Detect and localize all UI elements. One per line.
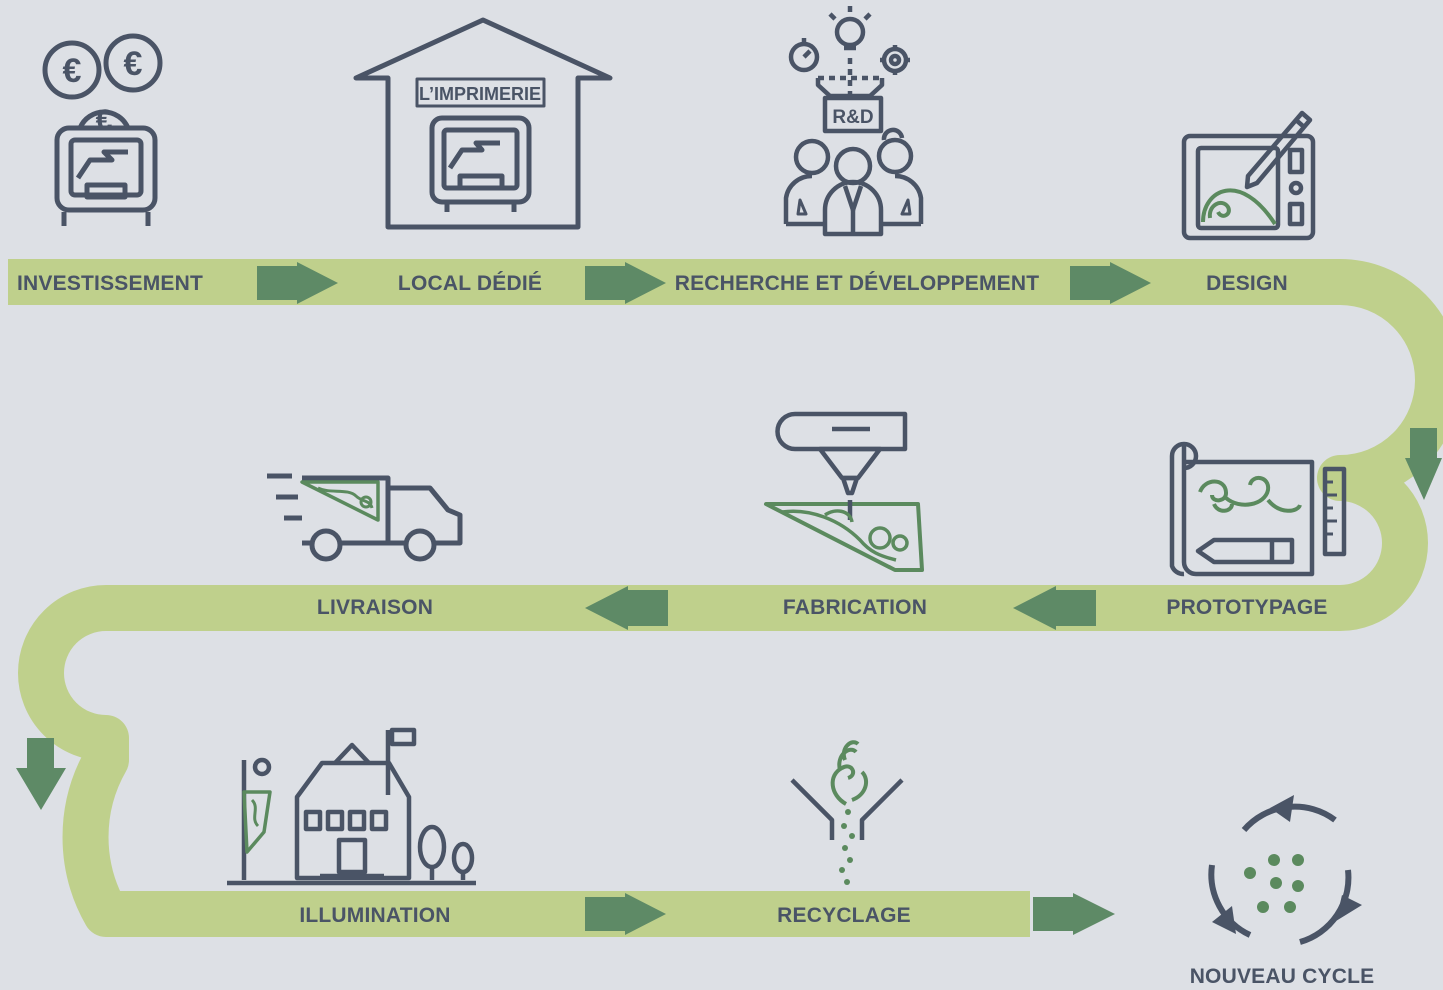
svg-text:€: €: [63, 52, 82, 90]
drawing-tablet-icon: [1181, 110, 1316, 241]
print-shop-building-icon: L’IMPRIMERIE: [353, 17, 613, 230]
lit-building-icon: [227, 727, 476, 886]
delivery-truck-icon: [267, 473, 463, 562]
step-label-design: DESIGN: [1206, 272, 1288, 295]
arrow-down-left: [16, 738, 66, 810]
step-label-recyclage: RECYCLAGE: [777, 904, 911, 927]
arrow-left-2: [585, 586, 668, 630]
step-label-recherche: RECHERCHE ET DÉVELOPPEMENT: [674, 272, 1040, 295]
svg-text:€: €: [96, 104, 113, 137]
arrow-down-right: [1405, 428, 1442, 500]
rd-box-text: R&D: [832, 107, 873, 128]
arrow-left-1: [1013, 586, 1096, 630]
arrow-right-2: [585, 262, 666, 304]
research-team-icon: R&D: [783, 6, 924, 237]
step-label-illumination: ILLUMINATION: [299, 904, 451, 927]
coins-printer-icon: € € €: [42, 33, 163, 226]
step-label-fabrication: FABRICATION: [782, 596, 928, 619]
blueprint-icon: [1169, 441, 1347, 577]
step-label-investissement: INVESTISSEMENT: [17, 272, 203, 295]
step-label-livraison: LIVRAISON: [316, 596, 434, 619]
recycling-funnel-icon: [790, 740, 904, 885]
step-label-nouveau-cycle: NOUVEAU CYCLE: [1189, 965, 1375, 988]
arrow-right-3: [1070, 262, 1151, 304]
step-label-local-dedie: LOCAL DÉDIÉ: [397, 272, 543, 295]
step-label-prototypage: PROTOTYPAGE: [1166, 596, 1328, 619]
arrow-right-5: [1033, 893, 1115, 935]
arrow-right-1: [257, 262, 338, 304]
flow-arrows: [16, 262, 1442, 935]
laser-cutter-icon: [764, 411, 924, 572]
svg-text:€: €: [124, 45, 143, 83]
arrow-right-4: [585, 893, 666, 935]
recycle-cycle-icon: [1208, 795, 1362, 945]
shop-sign-text: L’IMPRIMERIE: [419, 84, 541, 104]
process-path: [8, 259, 1443, 937]
